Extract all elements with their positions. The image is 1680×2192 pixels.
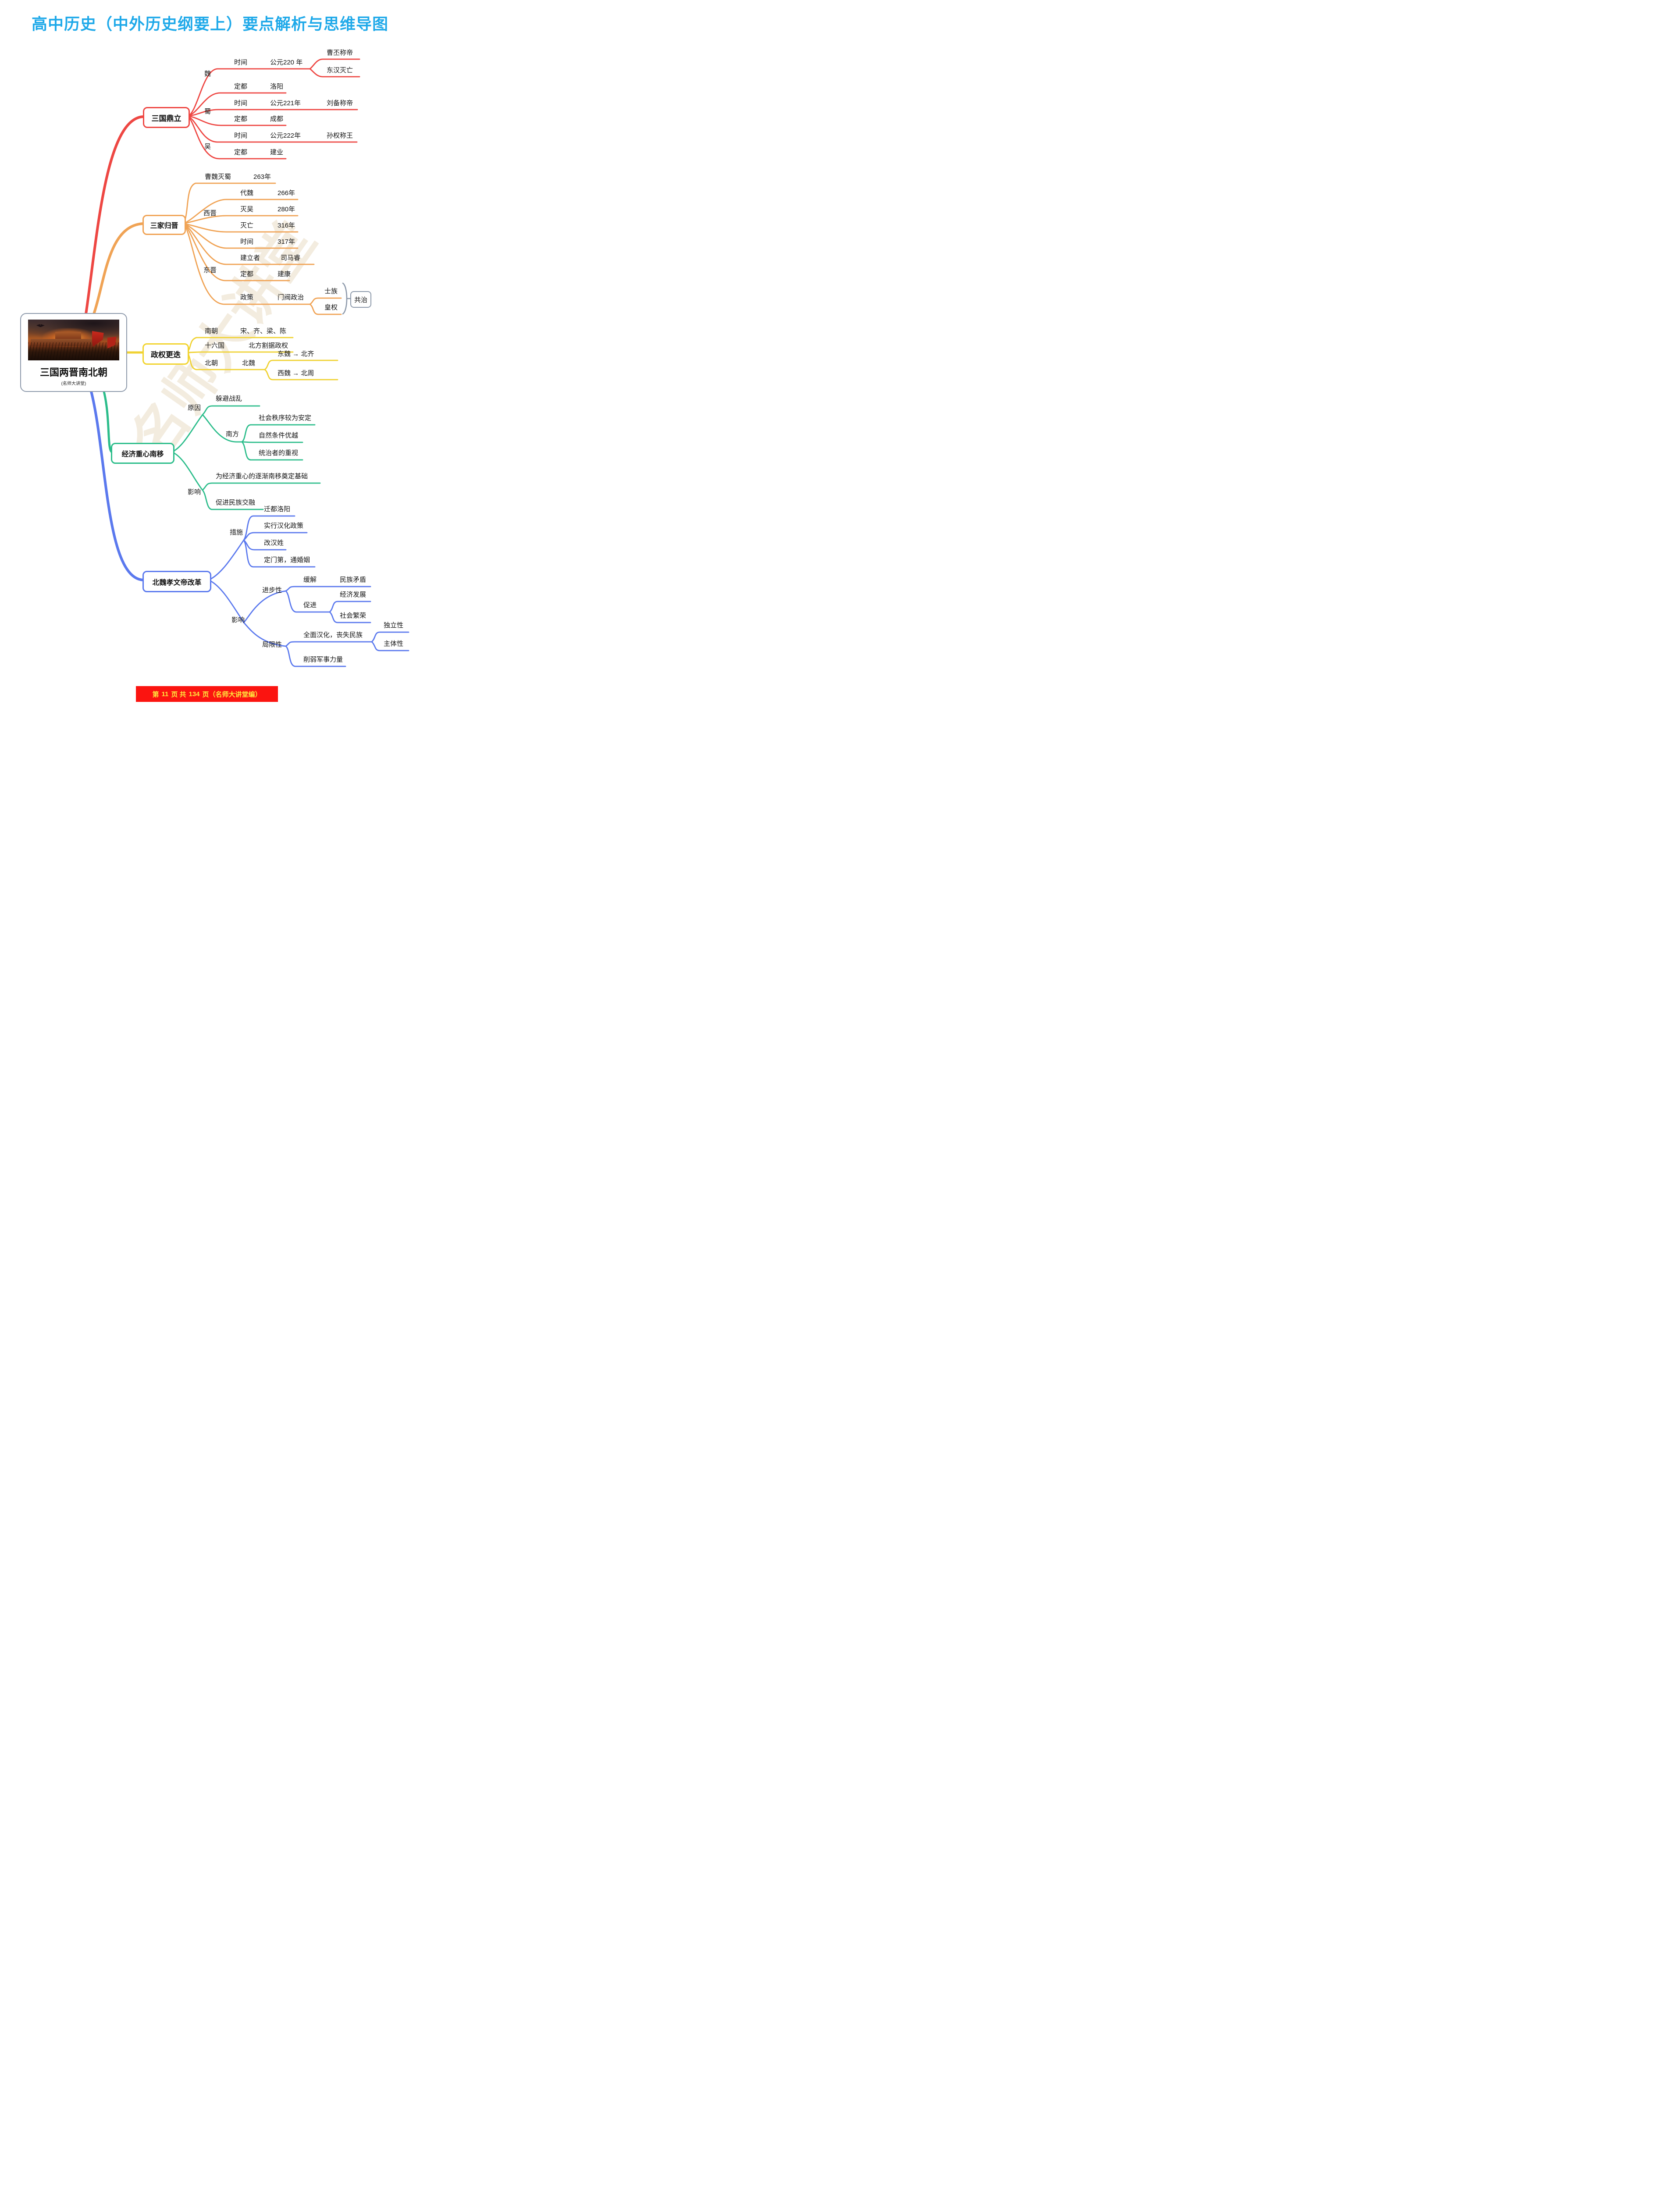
label-daiwei-year[interactable]: 266年 — [278, 189, 295, 197]
label-wei-capital-value[interactable]: 洛阳 — [270, 83, 284, 90]
label-nanchao-value[interactable]: 宋、齐、梁、陈 — [240, 327, 287, 335]
palace-art — [55, 331, 81, 341]
label-sunquan-chengwang[interactable]: 孙权称王 — [327, 132, 353, 139]
label-miewu[interactable]: 灭吴 — [240, 206, 254, 213]
label-shu-capital-value[interactable]: 成都 — [270, 115, 284, 123]
footer-total-number: 134 — [189, 690, 200, 698]
label-founder-value[interactable]: 司马睿 — [281, 254, 301, 262]
label-founder-key[interactable]: 建立者 — [240, 254, 260, 262]
topic-jingji-nanyi[interactable]: 经济重心南移 — [111, 443, 174, 464]
battle-image — [28, 320, 119, 360]
label-cujin[interactable]: 促进 — [303, 601, 317, 609]
label-green-effect[interactable]: 影响 — [188, 488, 201, 496]
trunk-red — [85, 115, 145, 315]
label-wei[interactable]: 魏 — [204, 70, 211, 78]
label-dongjin-time-key[interactable]: 时间 — [240, 238, 254, 246]
label-jingji-fazhan[interactable]: 经济发展 — [340, 591, 367, 598]
brace — [342, 282, 348, 315]
label-caowei-year[interactable]: 263年 — [253, 173, 271, 181]
label-reason[interactable]: 原因 — [188, 404, 201, 412]
label-miewang-year[interactable]: 316年 — [278, 222, 295, 229]
root-title: 三国两晋南北朝 — [39, 367, 107, 378]
label-qiandu-luoyang[interactable]: 迁都洛阳 — [264, 505, 291, 513]
label-measures[interactable]: 措施 — [230, 529, 243, 536]
label-dongjin-capital-key[interactable]: 定都 — [240, 270, 254, 278]
label-shiliuguo-value[interactable]: 北方割据政权 — [249, 342, 288, 349]
label-nanfang[interactable]: 南方 — [226, 431, 239, 438]
page-footer: 第 11 页 共 134 页（名师大讲堂编） — [136, 686, 278, 702]
label-dulixing[interactable]: 独立性 — [384, 622, 404, 629]
label-dianding-jichu[interactable]: 为经济重心的逐渐南移奠定基础 — [216, 473, 308, 480]
label-liubei-chengdi[interactable]: 刘备称帝 — [327, 100, 353, 107]
label-gai-hanxing[interactable]: 改汉姓 — [264, 539, 284, 547]
label-shu-time-key[interactable]: 时间 — [234, 100, 248, 107]
topic-sanguo-dingli[interactable]: 三国鼎立 — [143, 107, 190, 128]
label-xijin[interactable]: 西晋 — [203, 210, 217, 217]
label-wu-capital-key[interactable]: 定都 — [234, 149, 248, 156]
label-dongjin-capital-value[interactable]: 建康 — [278, 270, 291, 278]
label-shehui-fanrong[interactable]: 社会繁荣 — [340, 612, 367, 619]
label-hanhua-zhengce[interactable]: 实行汉化政策 — [264, 522, 304, 530]
label-caowei-mieshu[interactable]: 曹魏灭蜀 — [205, 173, 231, 181]
footer-prefix: 第 — [152, 690, 159, 698]
label-wu[interactable]: 吴 — [204, 143, 211, 150]
mindmap-canvas: 名师大讲堂 高中历史（中外历史纲要上）要点解析与思维导图 — [0, 0, 420, 704]
label-beichao-key[interactable]: 北朝 — [205, 359, 218, 367]
label-donghan-miewang[interactable]: 东汉灭亡 — [327, 67, 353, 74]
label-shizu[interactable]: 士族 — [324, 288, 338, 295]
label-wu-time-key[interactable]: 时间 — [234, 132, 248, 139]
root-topic[interactable]: 三国两晋南北朝 (名师大讲堂) — [20, 313, 127, 392]
label-dongwei-beiqi[interactable]: 东魏 → 北齐 — [278, 350, 314, 358]
label-policy-key[interactable]: 政策 — [240, 294, 254, 301]
label-dongjin[interactable]: 东晋 — [203, 267, 217, 274]
label-wei-time-value[interactable]: 公元220 年 — [270, 59, 303, 66]
label-wu-time-value[interactable]: 公元222年 — [270, 132, 301, 139]
footer-suffix: 页（名师大讲堂编） — [202, 690, 262, 698]
label-dingmendi[interactable]: 定门第，通婚姻 — [264, 556, 310, 564]
trunk-blue — [89, 388, 145, 581]
label-duobi-zhanluan[interactable]: 躲避战乱 — [216, 395, 242, 402]
label-daiwei[interactable]: 代魏 — [240, 189, 254, 197]
trunk-orange — [93, 222, 145, 315]
label-beiwei-value[interactable]: 北魏 — [242, 359, 256, 367]
label-shu-time-value[interactable]: 公元221年 — [270, 100, 301, 107]
label-caopi-chengdi[interactable]: 曹丕称帝 — [327, 49, 353, 57]
label-blue-effect[interactable]: 影响 — [231, 616, 245, 624]
label-wu-capital-value[interactable]: 建业 — [270, 149, 284, 156]
label-miewu-year[interactable]: 280年 — [278, 206, 295, 213]
trunk-green — [102, 388, 113, 453]
label-zhutixing[interactable]: 主体性 — [384, 640, 404, 648]
label-huangquan[interactable]: 皇权 — [324, 304, 338, 311]
topic-beiwei-gaige[interactable]: 北魏孝文帝改革 — [142, 571, 211, 592]
connector-lines — [85, 58, 409, 667]
label-huanjie[interactable]: 缓解 — [303, 576, 317, 584]
label-jinbuxing[interactable]: 进步性 — [262, 587, 282, 594]
page-title: 高中历史（中外历史纲要上）要点解析与思维导图 — [31, 15, 388, 33]
topic-gongzhi[interactable]: 共治 — [350, 291, 371, 308]
label-nanchao-key[interactable]: 南朝 — [205, 327, 218, 335]
label-wei-capital-key[interactable]: 定都 — [234, 83, 248, 90]
label-tongzhizhe[interactable]: 统治者的重视 — [259, 449, 299, 457]
topic-sanjia-guijin[interactable]: 三家归晋 — [142, 215, 186, 235]
label-juxianxing[interactable]: 局限性 — [262, 641, 282, 648]
label-minzu-maodun[interactable]: 民族矛盾 — [340, 576, 367, 584]
label-miewang[interactable]: 灭亡 — [240, 222, 254, 229]
label-xueruo-junshi[interactable]: 削弱军事力量 — [303, 656, 343, 663]
label-dongjin-time-value[interactable]: 317年 — [278, 238, 295, 246]
label-shehui-zhixu[interactable]: 社会秩序较为安定 — [259, 414, 312, 422]
footer-page-number: 11 — [161, 690, 169, 698]
topic-zhengquan-gengdie[interactable]: 政权更迭 — [142, 343, 189, 365]
label-quanmian-hanhua[interactable]: 全面汉化，丧失民族 — [303, 631, 363, 639]
footer-mid: 页 共 — [171, 690, 186, 698]
label-shu[interactable]: 蜀 — [204, 108, 211, 115]
label-shiliuguo-key[interactable]: 十六国 — [205, 342, 225, 349]
label-wei-time-key[interactable]: 时间 — [234, 59, 248, 66]
label-xiwei-beizhou[interactable]: 西魏 → 北周 — [278, 370, 314, 377]
spears-art — [28, 342, 119, 360]
label-ziran-tiaojian[interactable]: 自然条件优越 — [259, 432, 299, 439]
root-subtitle: (名师大讲堂) — [61, 381, 86, 386]
label-minzu-jiaorong[interactable]: 促进民族交融 — [216, 499, 256, 506]
label-shu-capital-key[interactable]: 定都 — [234, 115, 248, 123]
label-policy-value[interactable]: 门阀政治 — [278, 294, 304, 301]
